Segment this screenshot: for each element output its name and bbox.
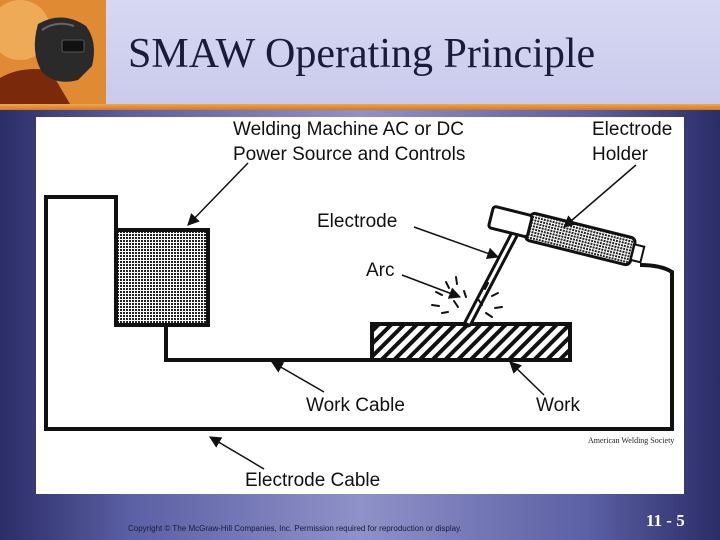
copyright-notice: Copyright © The McGraw-Hill Companies, I… — [128, 524, 462, 533]
power-source-label-line2: Power Source and Controls — [233, 144, 466, 165]
electrode-label: Electrode — [317, 211, 398, 232]
power-source-leader — [187, 162, 249, 226]
power-source-box — [114, 228, 210, 327]
source-credit: American Welding Society — [588, 436, 675, 445]
work-piece — [370, 322, 572, 362]
work-cable-leader — [270, 361, 325, 393]
power-source-label-line1: Welding Machine AC or DC — [233, 119, 464, 140]
electrode-cable-label: Electrode Cable — [245, 470, 381, 491]
electrode-leader — [413, 226, 500, 260]
title-bar: SMAW Operating Principle — [0, 0, 720, 110]
holder-label-line2: Holder — [592, 144, 648, 165]
diagram-panel: Welding Machine AC or DC Power Source an… — [36, 117, 684, 494]
work-cable — [164, 322, 372, 362]
electrode-cable-leader — [208, 436, 265, 470]
work-cable-label: Work Cable — [306, 395, 405, 416]
slide-title: SMAW Operating Principle — [128, 31, 596, 77]
arc-leader — [401, 274, 462, 299]
electrode-cable — [44, 195, 674, 431]
smaw-diagram — [44, 162, 674, 470]
welder-helmet-icon — [0, 0, 106, 104]
arc-sparks — [431, 276, 503, 318]
holder-label-line1: Electrode — [592, 119, 673, 140]
holder-leader — [563, 164, 637, 228]
page-number: 11 - 5 — [646, 511, 685, 530]
electrode-holder — [487, 205, 646, 267]
arc-label: Arc — [366, 260, 395, 281]
work-leader — [509, 361, 545, 396]
work-label: Work — [536, 395, 580, 416]
